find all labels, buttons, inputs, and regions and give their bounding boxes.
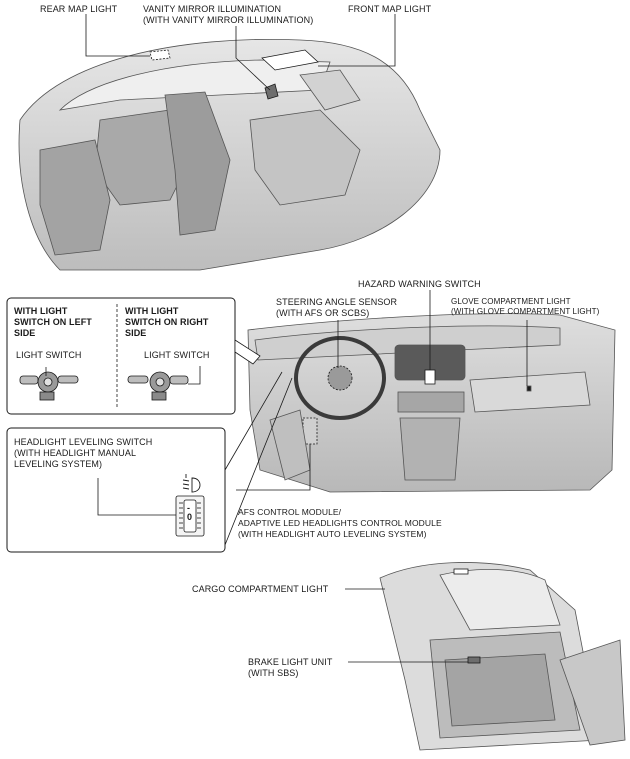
label-vanity-mirror-line1: VANITY MIRROR ILLUMINATION — [143, 4, 282, 14]
label-brake-light-unit-line2: (WITH SBS) — [248, 668, 299, 678]
label-afs-control-module-line2: ADAPTIVE LED HEADLIGHTS CONTROL MODULE — [238, 518, 442, 528]
label-afs-control-module-line3: (WITH HEADLIGHT AUTO LEVELING SYSTEM) — [238, 529, 427, 539]
light-switch-left-title-line2: SWITCH ON LEFT — [14, 317, 92, 327]
leveling-switch-title: HEADLIGHT LEVELING SWITCH (WITH HEADLIGH… — [14, 437, 152, 470]
label-hazard-warning-switch: HAZARD WARNING SWITCH — [358, 279, 481, 289]
label-front-map-light: FRONT MAP LIGHT — [348, 4, 432, 14]
vehicle-interior-illustration — [18, 39, 441, 271]
label-cargo-compartment-light: CARGO COMPARTMENT LIGHT — [192, 584, 329, 594]
leveling-switch-title-line2: (WITH HEADLIGHT MANUAL — [14, 448, 137, 458]
headlight-leveling-icon — [182, 474, 201, 493]
light-switch-left-caption: LIGHT SWITCH — [16, 350, 82, 360]
label-vanity-mirror: VANITY MIRROR ILLUMINATION (WITH VANITY … — [143, 4, 313, 26]
light-switch-right-illustration — [127, 366, 201, 401]
leader-lines-middle — [236, 290, 528, 491]
leveling-switch-title-line3: LEVELING SYSTEM) — [14, 459, 103, 469]
leader-lines-bottom — [345, 588, 468, 663]
light-switch-left-title-line3: SIDE — [14, 328, 36, 338]
label-glove-compartment-light-line1: GLOVE COMPARTMENT LIGHT — [451, 297, 571, 306]
leveling-dial-mark-zero: 0 — [187, 512, 193, 522]
label-glove-compartment-light-line2: (WITH GLOVE COMPARTMENT LIGHT) — [451, 307, 600, 316]
instrument-panel-illustration — [247, 313, 616, 493]
label-glove-compartment-light: GLOVE COMPARTMENT LIGHT (WITH GLOVE COMP… — [451, 297, 599, 317]
light-switch-box-frame — [6, 297, 261, 415]
label-steering-angle-sensor-line1: STEERING ANGLE SENSOR — [276, 297, 398, 307]
label-afs-control-module-line1: AFS CONTROL MODULE/ — [238, 507, 342, 517]
light-switch-right-caption: LIGHT SWITCH — [144, 350, 210, 360]
light-switch-right-title-line3: SIDE — [125, 328, 147, 338]
label-steering-angle-sensor-line2: (WITH AFS OR SCBS) — [276, 308, 370, 318]
leveling-dial-mark-minus: - — [187, 503, 191, 513]
label-brake-light-unit: BRAKE LIGHT UNIT (WITH SBS) — [248, 657, 332, 679]
leveling-switch-illustration — [97, 478, 205, 537]
label-afs-control-module: AFS CONTROL MODULE/ ADAPTIVE LED HEADLIG… — [238, 507, 442, 540]
label-vanity-mirror-line2: (WITH VANITY MIRROR ILLUMINATION) — [143, 15, 314, 25]
leveling-box-frame — [6, 371, 293, 553]
label-rear-map-light: REAR MAP LIGHT — [40, 4, 118, 14]
light-switch-left-illustration — [19, 367, 79, 401]
leader-lines-top — [85, 14, 396, 91]
leveling-switch-title-line1: HEADLIGHT LEVELING SWITCH — [14, 437, 153, 447]
label-brake-light-unit-line1: BRAKE LIGHT UNIT — [248, 657, 333, 667]
rear-cargo-illustration — [379, 562, 626, 751]
light-switch-left-title-line1: WITH LIGHT — [14, 306, 68, 316]
light-switch-right-title: WITH LIGHT SWITCH ON RIGHT SIDE — [125, 306, 209, 339]
label-steering-angle-sensor: STEERING ANGLE SENSOR (WITH AFS OR SCBS) — [276, 297, 397, 319]
light-switch-left-title: WITH LIGHT SWITCH ON LEFT SIDE — [14, 306, 92, 339]
light-switch-right-title-line1: WITH LIGHT — [125, 306, 179, 316]
light-switch-right-title-line2: SWITCH ON RIGHT — [125, 317, 209, 327]
